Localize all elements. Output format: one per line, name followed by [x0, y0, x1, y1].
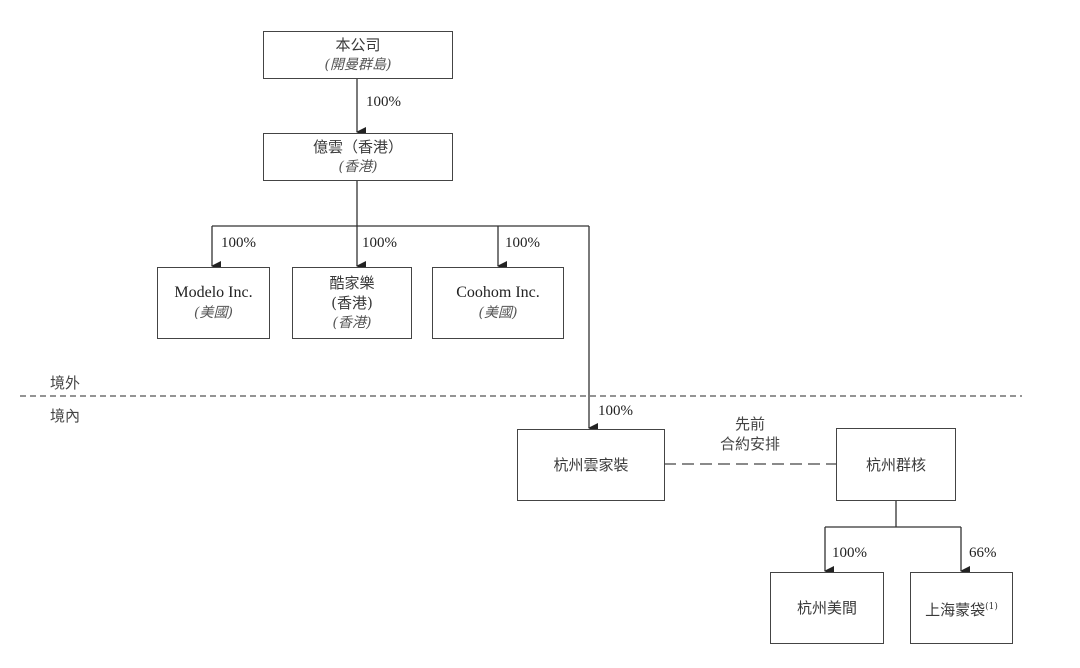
entity-jurisdiction: (開曼群島)	[324, 57, 392, 73]
entity-hz-yunjiazhuang: 杭州雲家裝	[517, 429, 665, 501]
contractual-label-line2: 合約安排	[719, 435, 780, 453]
entity-kujiale-hk: 酷家樂 (香港) (香港)	[292, 267, 412, 339]
pct-qunhe-to-mengdai: 66%	[969, 545, 997, 561]
entity-name: Coohom Inc.	[456, 284, 540, 301]
entity-name-line2: (香港)	[331, 294, 373, 312]
entity-jurisdiction: (美國)	[478, 305, 518, 321]
footnote-marker: (1)	[985, 601, 998, 612]
entity-name: Modelo Inc.	[174, 284, 253, 301]
entity-coohom: Coohom Inc. (美國)	[432, 267, 564, 339]
entity-modelo: Modelo Inc. (美國)	[157, 267, 270, 339]
pct-company-to-yiyun: 100%	[366, 94, 401, 110]
entity-name: 本公司	[335, 36, 381, 54]
entity-company: 本公司 (開曼群島)	[263, 31, 453, 79]
pct-yiyun-to-hz-yunjiazhuang: 100%	[598, 403, 633, 419]
entity-sh-mengdai: 上海蒙袋(1)	[910, 572, 1013, 644]
entity-jurisdiction: (香港)	[338, 159, 378, 175]
pct-qunhe-to-meijian: 100%	[832, 545, 867, 561]
contractual-label-line1: 先前	[734, 415, 765, 433]
entity-hz-meijian: 杭州美間	[770, 572, 884, 644]
entity-name: 上海蒙袋	[925, 600, 986, 619]
entity-hz-qunhe: 杭州群核	[836, 428, 956, 501]
entity-name-wrap: 上海蒙袋(1)	[925, 597, 998, 620]
entity-name: 億雲（香港）	[312, 138, 403, 156]
offshore-label: 境外	[50, 374, 81, 392]
pct-yiyun-to-coohom: 100%	[505, 235, 540, 251]
entity-name: 杭州美間	[796, 599, 857, 617]
onshore-label: 境內	[50, 407, 81, 425]
entity-yiyun-hk: 億雲（香港） (香港)	[263, 133, 453, 181]
pct-yiyun-to-kujiale: 100%	[362, 235, 397, 251]
entity-name: 杭州雲家裝	[553, 456, 629, 474]
pct-yiyun-to-modelo: 100%	[221, 235, 256, 251]
entity-name: 酷家樂	[329, 274, 375, 292]
entity-name: 杭州群核	[865, 455, 926, 474]
entity-jurisdiction: (香港)	[332, 315, 372, 331]
entity-jurisdiction: (美國)	[194, 305, 233, 321]
contractual-arrangement-label: 先前 合約安排	[700, 414, 800, 454]
